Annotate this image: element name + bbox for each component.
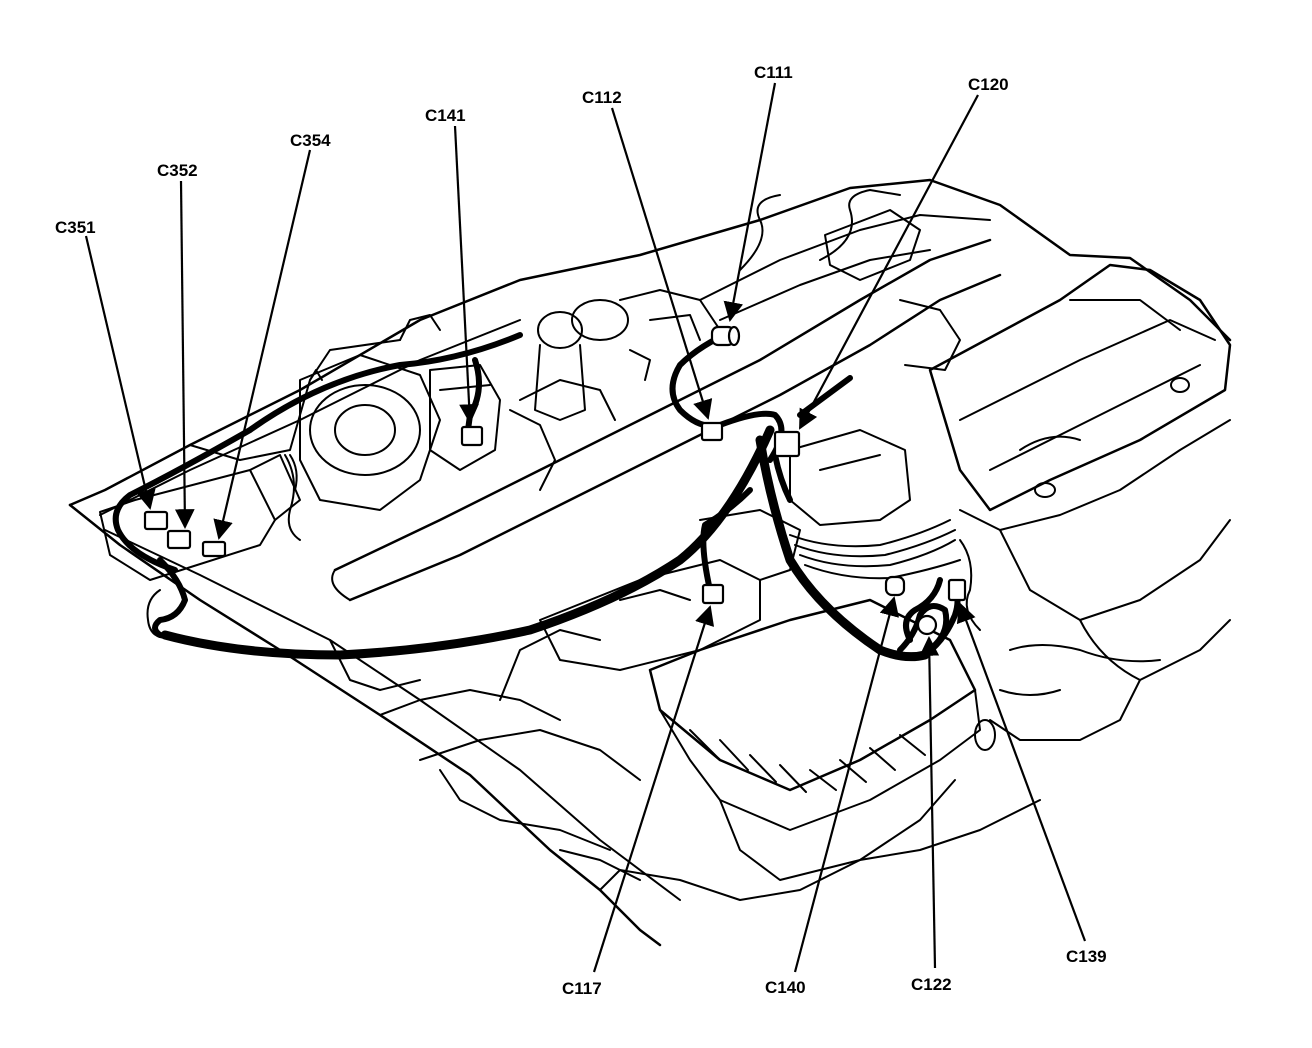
leader-c351 [84, 235, 156, 510]
connector-c141-shape [460, 425, 484, 447]
connector-c140-shape [884, 575, 906, 597]
label-c354: C354 [290, 131, 331, 150]
leader-c112 [610, 107, 713, 420]
label-c139: C139 [1066, 947, 1107, 966]
leader-c122 [919, 636, 940, 969]
leader-c120 [799, 94, 979, 430]
leader-c139 [956, 602, 1087, 942]
connector-c117-shape [701, 583, 725, 605]
connector-c351-shape [143, 510, 169, 531]
connector-c120-shape [773, 430, 801, 458]
leader-lines [84, 82, 1087, 973]
label-c141: C141 [425, 106, 466, 125]
label-c111: C111 [754, 63, 793, 82]
leader-c117 [592, 605, 715, 973]
leader-c352 [174, 180, 195, 529]
label-c117: C117 [562, 979, 602, 998]
leader-c140 [793, 596, 900, 973]
label-c112: C112 [582, 88, 622, 107]
leader-c141 [453, 125, 479, 424]
leader-c354 [213, 149, 312, 540]
label-c351: C351 [55, 218, 96, 237]
label-c120: C120 [968, 75, 1009, 94]
connector-c139-shape [947, 578, 967, 602]
connector-shapes [143, 325, 967, 636]
connector-c122-shape [916, 614, 938, 636]
connector-c112-shape [700, 421, 724, 442]
connector-c352-shape [166, 529, 192, 550]
label-c122: C122 [911, 975, 952, 994]
leader-c111 [723, 82, 777, 322]
connector-labels: C351 C352 C354 C141 C112 C111 C120 C117 … [55, 63, 1107, 998]
engine-line-art [68, 178, 1232, 947]
connector-c111-shape [710, 325, 741, 347]
label-c140: C140 [765, 978, 806, 997]
connector-c354-shape [201, 540, 227, 558]
label-c352: C352 [157, 161, 198, 180]
